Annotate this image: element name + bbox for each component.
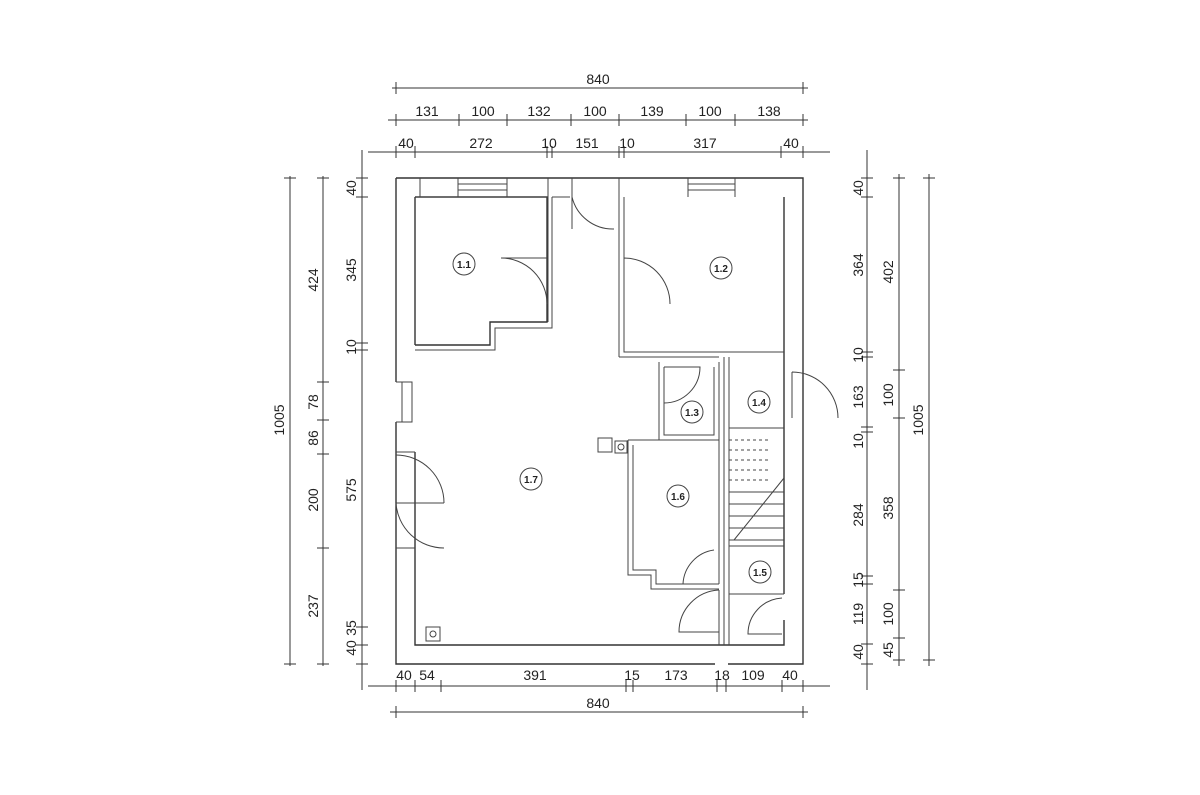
dim-left-inner-0: 40 <box>343 180 359 196</box>
dim-top-r2-3: 151 <box>575 135 599 151</box>
dim-right-mid-2: 358 <box>880 496 896 520</box>
dim-bot-0: 40 <box>396 667 412 683</box>
room-labels: 1.1 1.2 1.3 1.4 1.5 1.6 1.7 <box>452 252 772 584</box>
room-1-4: 1.4 <box>752 398 766 409</box>
dim-left-inner-5: 35 <box>343 620 359 636</box>
dim-bottom-overall: 840 <box>586 695 610 711</box>
room-1-7: 1.7 <box>524 475 538 486</box>
dim-right-inner-1: 364 <box>850 253 866 277</box>
dim-left-inner-4: 40 <box>343 640 359 656</box>
dim-right-overall: 1005 <box>910 404 926 435</box>
room-1-7-circle <box>519 467 543 491</box>
bottom-dimensions: 40 54 391 15 173 18 109 40 840 <box>368 667 830 718</box>
dim-top-overall: 840 <box>586 71 610 87</box>
dim-top-r1-6: 138 <box>757 103 781 119</box>
dim-right-inner-2: 10 <box>850 347 866 363</box>
room-1-6: 1.6 <box>671 492 685 503</box>
dim-bot-3: 15 <box>624 667 640 683</box>
dim-bot-1: 54 <box>419 667 435 683</box>
top-dimensions: 840 131 100 132 100 139 100 138 40 272 1… <box>368 71 830 158</box>
dim-right-mid-1: 100 <box>880 383 896 407</box>
dim-top-r1-0: 131 <box>415 103 439 119</box>
dim-bot-5: 18 <box>714 667 730 683</box>
dim-left-outer-1: 78 <box>305 394 321 410</box>
dim-right-mid-3: 100 <box>880 602 896 626</box>
room-1-2-circle <box>709 256 733 280</box>
room-1-5-circle <box>748 560 772 584</box>
dim-left-overall: 1005 <box>271 404 287 435</box>
room-1-5: 1.5 <box>753 568 767 579</box>
dim-top-r1-4: 139 <box>640 103 664 119</box>
dim-top-r1-1: 100 <box>471 103 495 119</box>
walls <box>395 177 804 665</box>
dim-left-outer-3: 200 <box>305 488 321 512</box>
dim-right-mid-4: 45 <box>880 642 896 658</box>
dim-top-r1-2: 132 <box>527 103 551 119</box>
dim-left-inner-2: 10 <box>343 339 359 355</box>
dim-bot-4: 173 <box>664 667 688 683</box>
dim-left-inner-1: 345 <box>343 258 359 282</box>
room-1-1-circle <box>452 252 476 276</box>
room-1-6-circle <box>666 484 690 508</box>
dim-left-outer-4: 237 <box>305 594 321 618</box>
room-1-1: 1.1 <box>457 260 471 271</box>
dim-right-inner-3: 163 <box>850 385 866 409</box>
dim-right-inner-0: 40 <box>850 180 866 196</box>
dim-right-inner-5: 284 <box>850 503 866 527</box>
fixtures <box>425 440 628 642</box>
stairs <box>729 439 785 541</box>
dim-left-outer-2: 86 <box>305 430 321 446</box>
dim-right-inner-7: 119 <box>850 603 866 626</box>
dim-top-r2-5: 317 <box>693 135 717 151</box>
dim-left-inner-3: 575 <box>343 478 359 502</box>
dim-bot-2: 391 <box>523 667 547 683</box>
dim-right-inner-4: 10 <box>850 433 866 449</box>
dim-bot-6: 109 <box>741 667 765 683</box>
chimney-flue-icon <box>425 626 441 642</box>
dim-top-r2-1: 272 <box>469 135 493 151</box>
dim-left-outer-0: 424 <box>305 268 321 292</box>
room-1-3: 1.3 <box>685 408 699 419</box>
dim-right-inner-8: 40 <box>850 644 866 660</box>
left-dimensions: 1005 424 78 86 200 237 40 345 10 575 40 … <box>271 150 368 690</box>
doors <box>395 183 839 635</box>
dim-top-r2-6: 40 <box>783 135 799 151</box>
dim-bot-7: 40 <box>782 667 798 683</box>
room-1-3-circle <box>680 400 704 424</box>
dim-right-mid-0: 402 <box>880 260 896 284</box>
dim-top-r2-2: 10 <box>541 135 557 151</box>
dim-top-r1-5: 100 <box>698 103 722 119</box>
dim-right-inner-6: 15 <box>850 572 866 588</box>
dim-top-r2-0: 40 <box>398 135 414 151</box>
dim-top-r2-4: 10 <box>619 135 635 151</box>
vent-icon <box>614 440 628 454</box>
room-1-4-circle <box>747 390 771 414</box>
right-dimensions: 40 364 10 163 10 284 15 119 40 402 100 3… <box>850 150 935 690</box>
room-1-2: 1.2 <box>714 264 728 275</box>
dim-top-r1-3: 100 <box>583 103 607 119</box>
